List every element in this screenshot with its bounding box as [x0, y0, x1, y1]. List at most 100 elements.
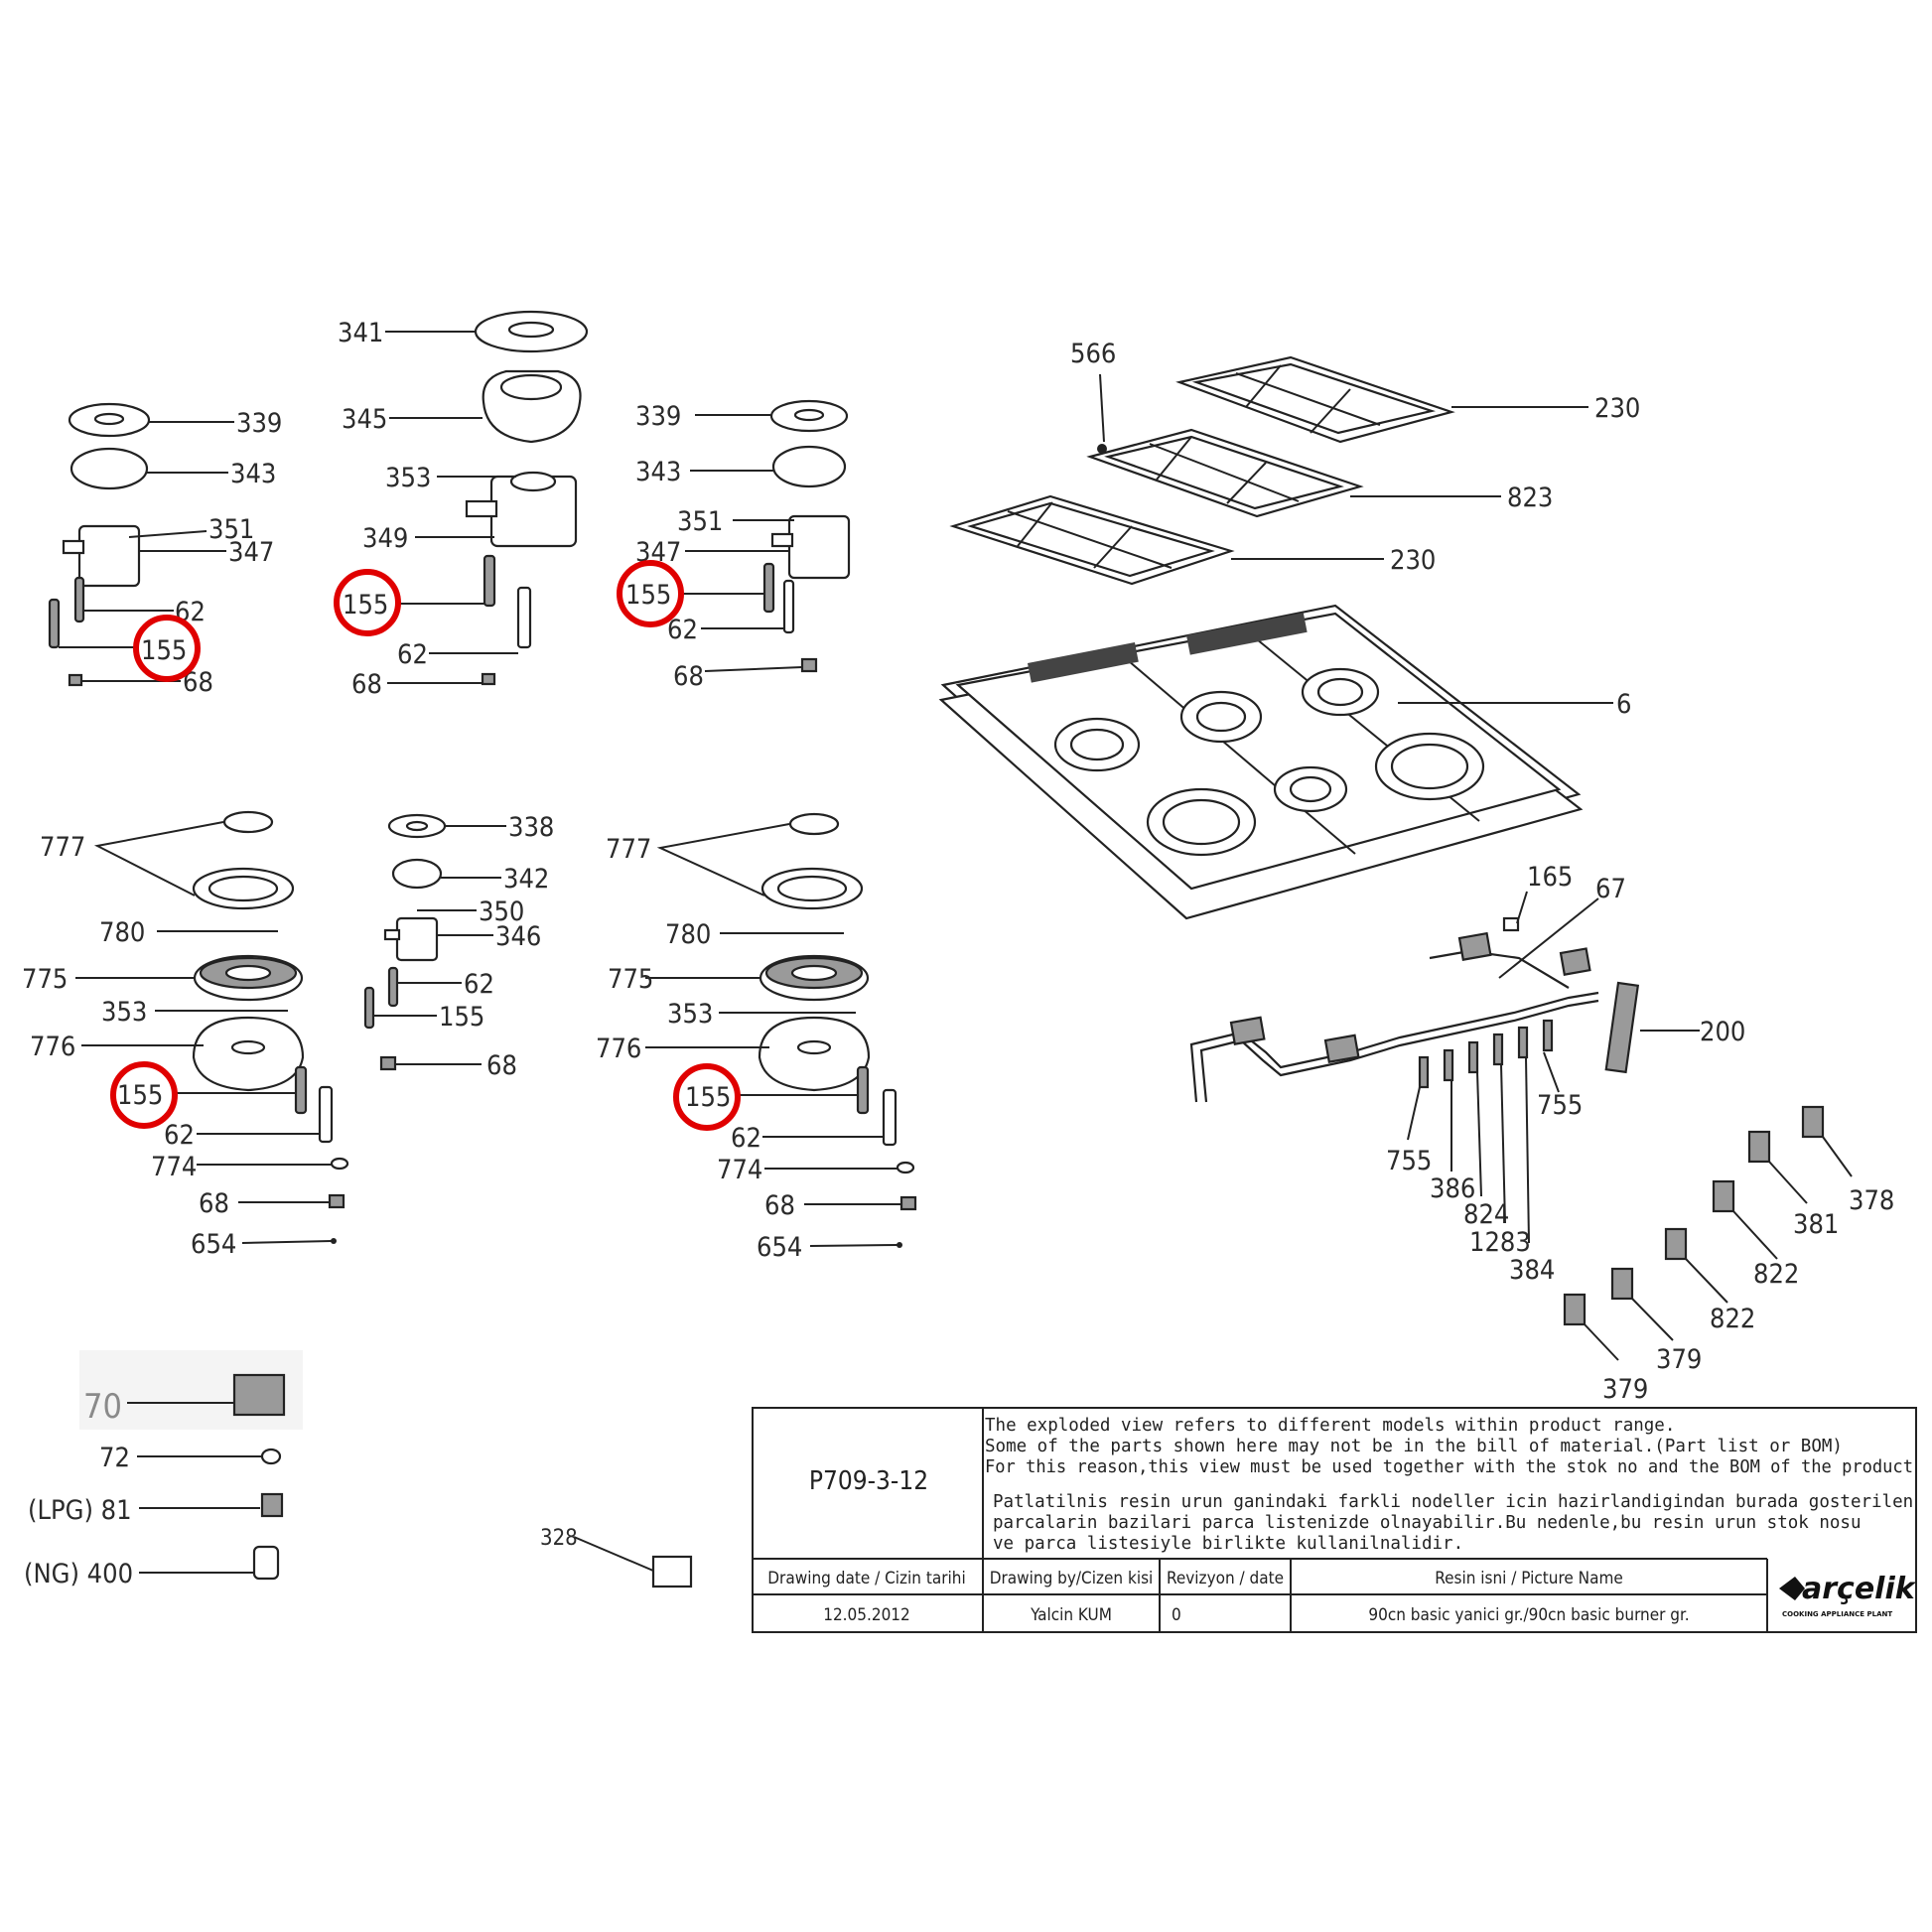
- note-tr-1: Patlatilnis resin urun ganindaki farkli …: [993, 1492, 1913, 1512]
- label-341: 341: [338, 318, 383, 348]
- valves: 378 381 822 822 379 379: [1563, 1105, 1894, 1405]
- leader-351-a: [128, 530, 207, 538]
- label-155-c: 155: [625, 580, 671, 611]
- burner-head-345-ring: [499, 373, 563, 401]
- label-62-c: 62: [667, 615, 698, 645]
- label-1283: 1283: [1469, 1227, 1531, 1258]
- label-345: 345: [342, 404, 387, 435]
- end-774-b: [896, 1161, 915, 1174]
- dot-654-b: [897, 1242, 902, 1248]
- leader-824: [1476, 1071, 1482, 1197]
- body-347-c: [787, 514, 851, 580]
- valve-379-a: [1610, 1267, 1634, 1301]
- thermo-155-d: [294, 1065, 308, 1115]
- label-776-b: 776: [596, 1034, 641, 1064]
- clip-68-c: [800, 657, 818, 673]
- header-drawn-by: Drawing by/Cizen kisi: [990, 1569, 1154, 1588]
- header-picture-name: Resin isni / Picture Name: [1435, 1569, 1623, 1588]
- clip-68-e: [379, 1055, 397, 1071]
- leader-328: [573, 1536, 654, 1572]
- label-68-b: 68: [351, 669, 382, 700]
- note-tr-2: parcalarin bazilari parca listenizde oln…: [993, 1513, 1861, 1533]
- cap-339-c-center: [793, 408, 825, 422]
- label-654-b: 654: [757, 1232, 802, 1263]
- label-353-c: 353: [667, 999, 713, 1030]
- leader-165: [1516, 891, 1528, 924]
- leader-822-b: [1685, 1258, 1728, 1304]
- spark-62-c: [782, 579, 795, 634]
- burner-group-top-left: 339 343 351 347 62 155 68: [48, 402, 282, 698]
- label-780-b: 780: [665, 919, 711, 950]
- label-824: 824: [1463, 1199, 1509, 1230]
- leader-755-b: [1407, 1086, 1421, 1141]
- label-230-b: 230: [1390, 545, 1436, 576]
- label-775-b: 775: [608, 964, 653, 995]
- label-346: 346: [495, 921, 541, 952]
- label-155-e: 155: [439, 1002, 484, 1033]
- body-347-c-arm: [770, 532, 794, 548]
- leader-566: [1099, 373, 1105, 443]
- body-347-a-arm: [62, 539, 85, 555]
- label-566: 566: [1070, 339, 1116, 369]
- highlight-155-a: [133, 615, 201, 682]
- part-400-injector-ng: [252, 1545, 280, 1581]
- leader-378: [1822, 1136, 1853, 1177]
- note-en-2: Some of the parts shown here may not be …: [985, 1437, 1843, 1456]
- part-81-injector-lpg: [260, 1492, 284, 1518]
- leader-654-b: [809, 1244, 898, 1247]
- label-777-a: 777: [40, 832, 85, 863]
- burner-body-349-arm: [465, 499, 498, 518]
- label-155-b: 155: [343, 590, 388, 621]
- label-353-b: 353: [101, 997, 147, 1028]
- label-200: 200: [1700, 1017, 1745, 1047]
- part-72: [260, 1448, 282, 1465]
- label-386: 386: [1430, 1173, 1475, 1204]
- leader-755-a: [1543, 1051, 1560, 1093]
- label-343-a: 343: [230, 459, 276, 489]
- label-230-a: 230: [1594, 393, 1640, 424]
- spark-62-e: [387, 966, 399, 1008]
- label-379-b: 379: [1602, 1374, 1648, 1405]
- label-379-a: 379: [1656, 1344, 1702, 1375]
- crown-775-b-center: [790, 964, 838, 982]
- label-339-c: 339: [635, 401, 681, 432]
- label-343-c: 343: [635, 457, 681, 487]
- leader-777-a: [93, 821, 224, 897]
- grid-823-middle: [1086, 428, 1364, 518]
- label-351-a: 351: [208, 514, 254, 545]
- burner-group-middle-small: 338 342 350 346 62 155 68: [363, 812, 554, 1081]
- label-155-a: 155: [141, 635, 187, 666]
- label-155-f: 155: [685, 1082, 731, 1113]
- label-774-b: 774: [717, 1155, 762, 1185]
- label-822-a: 822: [1753, 1259, 1799, 1290]
- cap-777-small-b: [788, 812, 840, 836]
- leader-67: [1498, 897, 1599, 979]
- highlight-155-f: [673, 1063, 741, 1131]
- label-62-b: 62: [397, 639, 428, 670]
- label-72: 72: [99, 1443, 130, 1473]
- label-328: 328: [540, 1526, 578, 1551]
- label-823: 823: [1507, 483, 1553, 513]
- clip-68-a: [68, 673, 83, 687]
- label-339-a: 339: [236, 408, 282, 439]
- highlight-155-d: [110, 1061, 178, 1129]
- hob-top-plate-6: 6: [938, 604, 1631, 920]
- leader-384: [1525, 1056, 1530, 1244]
- title-block: P709-3-12 The exploded view refers to di…: [752, 1407, 1917, 1633]
- grid-230-top: [1175, 355, 1455, 444]
- leader-381: [1768, 1161, 1808, 1204]
- label-776-a: 776: [30, 1032, 75, 1062]
- label-70: 70: [83, 1387, 122, 1427]
- end-774-a: [330, 1157, 349, 1171]
- cap-338-center: [405, 820, 429, 832]
- thermo-155-f: [856, 1065, 870, 1115]
- label-6: 6: [1616, 689, 1631, 720]
- label-349: 349: [362, 523, 408, 554]
- label-81: (LPG) 81: [28, 1495, 132, 1526]
- label-350: 350: [479, 897, 524, 927]
- label-775-a: 775: [22, 964, 68, 995]
- label-384: 384: [1509, 1255, 1555, 1286]
- dot-654-a: [331, 1238, 337, 1244]
- spark-plug-62: [516, 586, 532, 649]
- part-328: [651, 1555, 693, 1588]
